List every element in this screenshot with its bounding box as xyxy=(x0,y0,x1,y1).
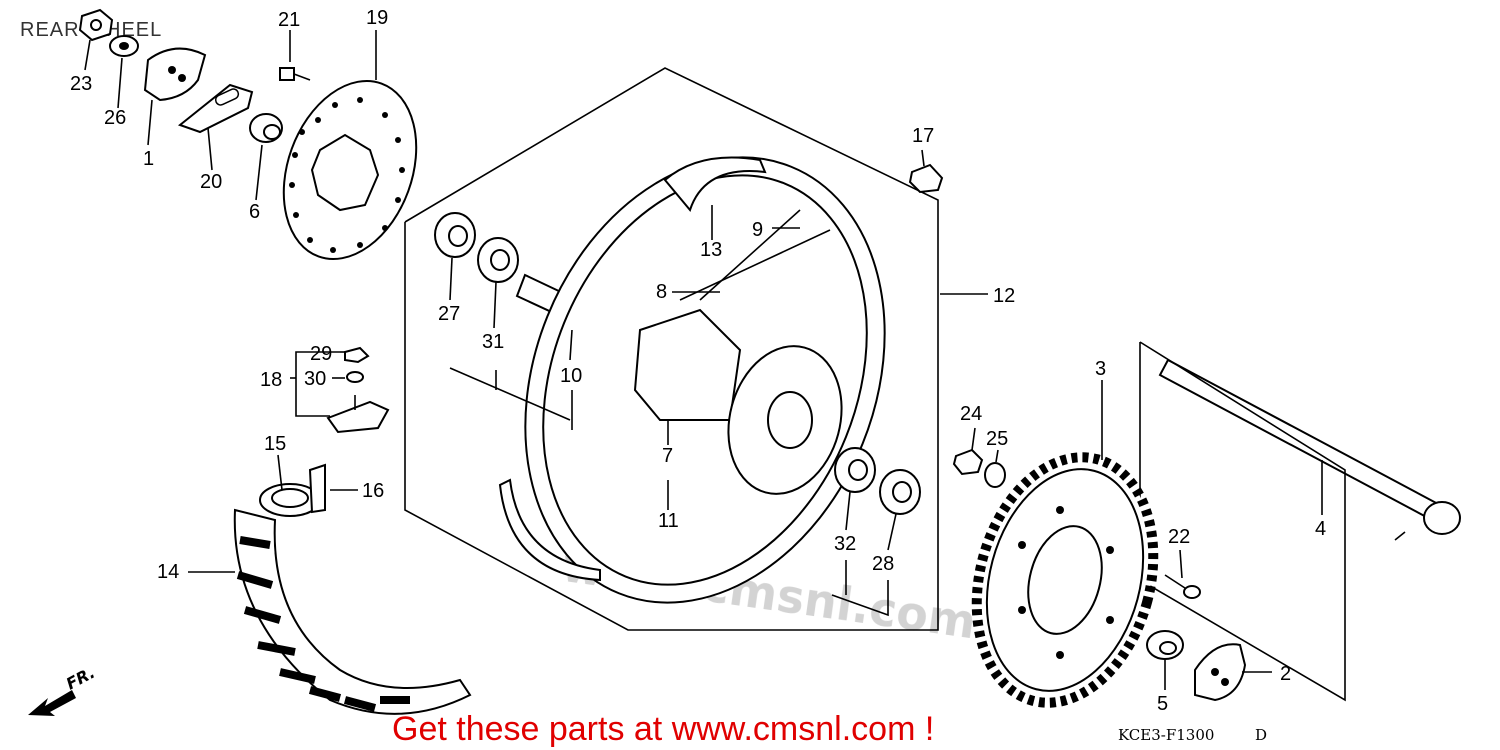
callout-30: 30 xyxy=(304,368,326,390)
adjuster-plate-2 xyxy=(1194,643,1247,702)
direction-label: FR. xyxy=(63,663,98,694)
rear-hub xyxy=(633,308,843,495)
callout-11: 11 xyxy=(658,510,679,532)
driven-sprocket xyxy=(971,452,1159,708)
washer-26 xyxy=(109,35,139,57)
callout-16: 16 xyxy=(362,480,384,502)
bearing-27 xyxy=(434,212,476,258)
callout-18: 18 xyxy=(260,369,282,391)
bolt-21 xyxy=(279,67,311,81)
bearing-28 xyxy=(879,469,921,515)
callout-2: 2 xyxy=(1280,663,1291,685)
front-direction-arrow: FR. xyxy=(28,663,98,716)
callout-4: 4 xyxy=(1315,518,1326,540)
callout-24: 24 xyxy=(960,403,982,425)
chain-guide-plate-20 xyxy=(177,83,254,134)
callout-31: 31 xyxy=(482,331,504,353)
callout-21: 21 xyxy=(278,9,300,31)
nut-23 xyxy=(78,8,114,42)
callout-15: 15 xyxy=(264,433,286,455)
callout-1: 1 xyxy=(143,148,154,170)
callout-8: 8 xyxy=(656,281,667,303)
callout-27: 27 xyxy=(438,303,460,325)
tube-valve-16 xyxy=(308,463,326,514)
collar-5 xyxy=(1146,630,1184,660)
nut-24 xyxy=(952,448,984,476)
callout-22: 22 xyxy=(1168,526,1190,548)
callout-10: 10 xyxy=(560,365,582,387)
diagram-code-suffix: D xyxy=(1255,726,1267,744)
rim-band-lower xyxy=(498,478,601,582)
rim-band-13 xyxy=(663,156,767,213)
callout-32: 32 xyxy=(834,533,856,555)
callout-28: 28 xyxy=(872,553,894,575)
leader-lines xyxy=(84,30,1323,690)
bearing-31 xyxy=(477,237,519,283)
washer-25 xyxy=(984,462,1006,488)
promo-text: Get these parts at www.cmsnl.com ! xyxy=(392,710,934,748)
rim-lock-18 xyxy=(326,346,390,434)
callout-17: 17 xyxy=(912,125,934,147)
rear-axle xyxy=(1158,358,1461,541)
callout-29: 29 xyxy=(310,343,332,365)
callout-25: 25 xyxy=(986,428,1008,450)
assembly-outline xyxy=(404,67,939,631)
callout-19: 19 xyxy=(366,7,388,29)
callout-labels: 1234567891011121314151617181920212223242… xyxy=(70,7,1326,715)
callout-6: 6 xyxy=(249,201,260,223)
callout-26: 26 xyxy=(104,107,126,129)
callout-7: 7 xyxy=(662,445,673,467)
callout-14: 14 xyxy=(157,561,179,583)
callout-20: 20 xyxy=(200,171,222,193)
callout-5: 5 xyxy=(1157,693,1168,715)
collar-6 xyxy=(249,113,283,143)
brake-disc xyxy=(282,79,418,261)
diagram-code: KCE3-F1300 xyxy=(1118,726,1214,744)
adjuster-plate-1 xyxy=(143,47,207,102)
callout-23: 23 xyxy=(70,73,92,95)
callout-13: 13 xyxy=(700,239,722,261)
rear-tire xyxy=(233,483,472,715)
bolt-22 xyxy=(1164,574,1201,599)
callout-12: 12 xyxy=(993,285,1015,307)
rim-lock-nut-17 xyxy=(908,163,944,194)
bearing-32 xyxy=(834,447,876,493)
callout-3: 3 xyxy=(1095,358,1106,380)
callout-9: 9 xyxy=(752,219,763,241)
